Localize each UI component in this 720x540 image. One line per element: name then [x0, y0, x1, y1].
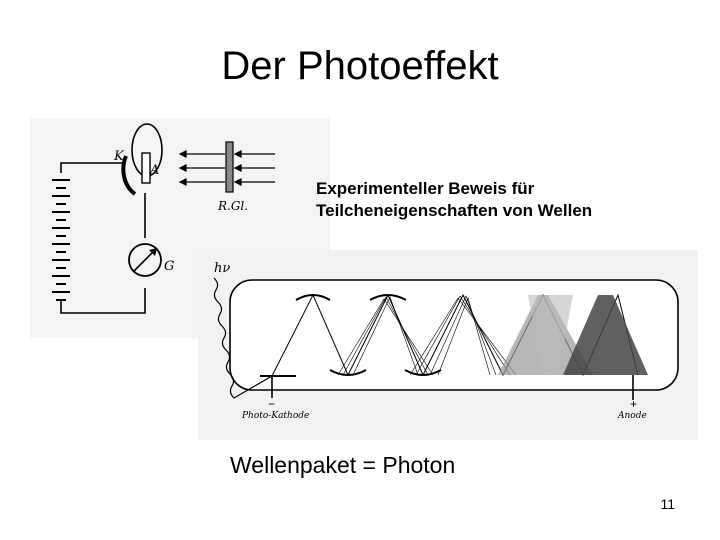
wave-bundle-dense-3 — [528, 295, 573, 375]
label-a: A — [149, 163, 159, 178]
page-number: 11 — [660, 496, 675, 512]
label-anode: Anode — [617, 411, 647, 421]
wave-bundles — [337, 294, 517, 376]
battery-stack — [52, 179, 70, 301]
photocell — [121, 123, 163, 196]
subtitle-line-1: Experimenteller Beweis für — [316, 179, 535, 198]
label-minus: − — [268, 397, 275, 411]
photon-tube-diagram: hν − + Photo-Kathode Anode — [198, 250, 698, 440]
circuit-diagram: K A G R.Gl. — [30, 118, 330, 338]
photon-wave — [213, 277, 273, 399]
slide-title: Der Photoeffekt — [221, 44, 499, 88]
wave-bundle-dense-2 — [563, 295, 648, 375]
galvanometer — [128, 243, 162, 277]
slide-subtitle: Experimenteller Beweis für Teilcheneigen… — [316, 178, 592, 222]
label-hv: hν — [214, 261, 230, 276]
subtitle-line-2: Teilcheneigenschaften von Wellen — [316, 201, 593, 220]
label-k: K — [113, 149, 125, 164]
label-g: G — [164, 259, 174, 274]
label-rgl: R.Gl. — [217, 199, 248, 213]
light-arrows — [178, 150, 275, 186]
footer-text: Wellenpaket = Photon — [230, 452, 456, 478]
label-plus: + — [630, 397, 637, 411]
label-cathode: Photo-Kathode — [241, 411, 309, 421]
